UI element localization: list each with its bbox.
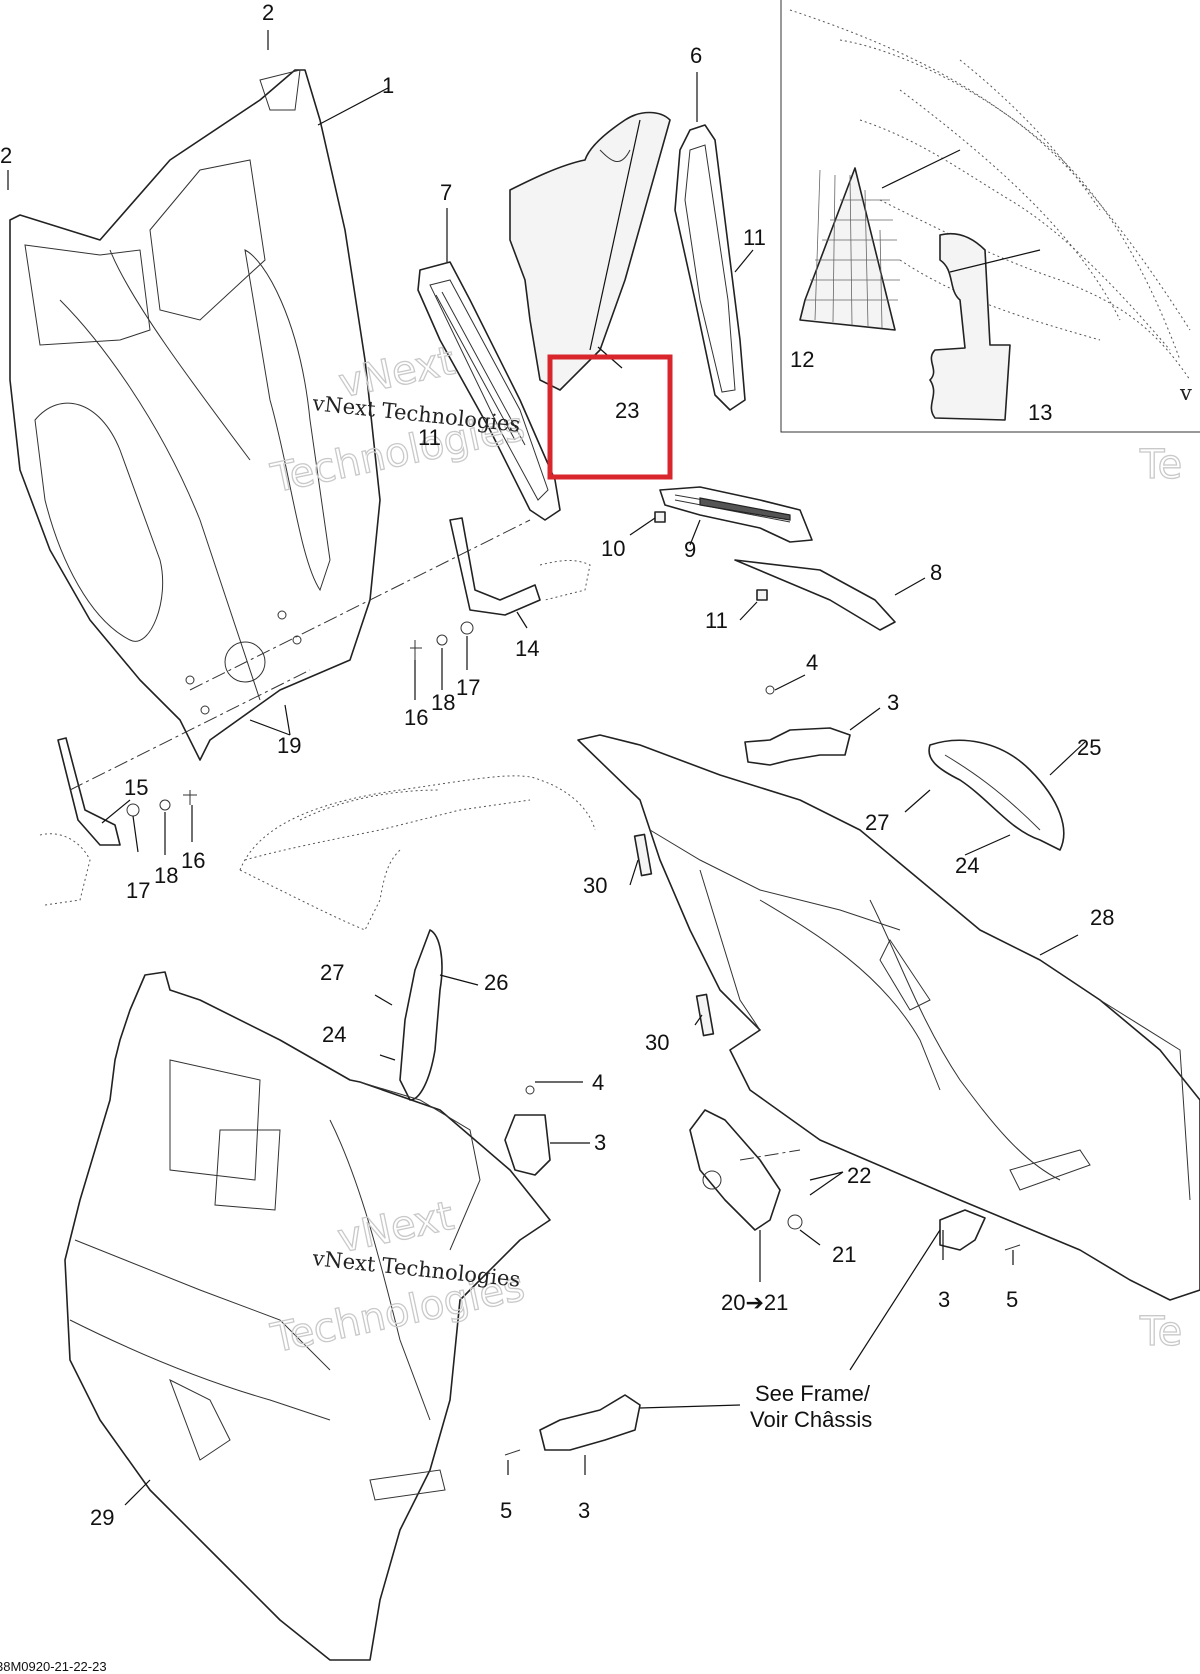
callout-5-right: 5 xyxy=(1006,1287,1018,1312)
part-3-handle-right xyxy=(939,1209,1021,1251)
inset-detail xyxy=(780,0,1200,433)
part-10-clip xyxy=(654,511,666,523)
callout-13: 13 xyxy=(1028,400,1052,425)
part-11-clip xyxy=(756,589,768,601)
callout-15: 15 xyxy=(124,775,148,800)
fastener-set-upper xyxy=(410,621,474,660)
drawing-code: 38M0920-21-22-23 xyxy=(0,1659,107,1674)
callout-11-upper-right: 11 xyxy=(743,225,766,250)
part-30-rail-lower xyxy=(695,993,715,1037)
part-14-bracket xyxy=(449,517,591,616)
callout-18-lower: 18 xyxy=(154,863,178,888)
callout-8: 8 xyxy=(930,560,942,585)
dotted-windshield xyxy=(239,775,596,931)
part-3-handle-lower xyxy=(504,1394,641,1456)
callout-4-lower: 4 xyxy=(592,1070,604,1095)
part-3-handle-upper xyxy=(744,685,851,766)
callout-29: 29 xyxy=(90,1505,114,1530)
callout-1: 1 xyxy=(382,73,394,98)
part-8-trim xyxy=(734,559,896,631)
reference-note-line2: Voir Châssis xyxy=(750,1407,872,1432)
part-15-bracket xyxy=(39,737,121,906)
callout-27-right: 27 xyxy=(865,810,889,835)
callout-11-upper-left: 11 xyxy=(418,425,441,450)
callout-24-left: 24 xyxy=(322,1022,346,1047)
part-12-foam-mesh xyxy=(799,167,900,331)
callout-2-top: 2 xyxy=(262,0,274,25)
part-13-foam-block xyxy=(929,232,1011,421)
callout-10: 10 xyxy=(601,536,625,561)
watermark-edge-top: Te xyxy=(1139,442,1182,488)
part-30-rail-upper xyxy=(633,833,653,877)
part-28-side-panel xyxy=(577,734,1200,1301)
part-23-foam-panel xyxy=(509,111,671,391)
callout-3-mid: 3 xyxy=(594,1130,606,1155)
callout-4-upper: 4 xyxy=(806,650,818,675)
callout-24-right: 24 xyxy=(955,853,979,878)
highlight-box-part-23 xyxy=(547,354,673,480)
part-20-bracket xyxy=(689,1109,803,1231)
callout-17-upper: 17 xyxy=(456,675,480,700)
part-3-handle-mid xyxy=(504,1085,551,1176)
part-9-vent xyxy=(659,486,813,543)
callout-3-upper: 3 xyxy=(887,690,899,715)
part-25-trim xyxy=(928,739,1065,851)
callout-16-lower: 16 xyxy=(181,848,205,873)
part-29-side-panel xyxy=(64,971,551,1661)
callout-28: 28 xyxy=(1090,905,1114,930)
callout-30-upper: 30 xyxy=(583,873,607,898)
callout-6: 6 xyxy=(690,43,702,68)
callout-26: 26 xyxy=(484,970,508,995)
callout-2-left: 2 xyxy=(0,143,12,168)
callout-19: 19 xyxy=(277,733,301,758)
callout-14: 14 xyxy=(515,636,539,661)
callout-12: 12 xyxy=(790,347,814,372)
callout-5-lower: 5 xyxy=(500,1498,512,1523)
callout-27-left: 27 xyxy=(320,960,344,985)
callout-22: 22 xyxy=(847,1163,871,1188)
callout-16-upper: 16 xyxy=(404,705,428,730)
callout-11-lower: 11 xyxy=(705,608,728,633)
callout-7: 7 xyxy=(440,180,452,205)
callout-23: 23 xyxy=(615,398,639,423)
watermark-edge-bottom: Te xyxy=(1139,1309,1182,1355)
callout-18-upper: 18 xyxy=(431,690,455,715)
callout-30-lower: 30 xyxy=(645,1030,669,1055)
callout-3-right: 3 xyxy=(938,1287,950,1312)
watermark-edge-inset: v xyxy=(1179,381,1192,405)
leader-lines xyxy=(7,30,1086,1506)
callout-25: 25 xyxy=(1077,735,1101,760)
callout-20-21: 20➔21 xyxy=(721,1290,788,1315)
callout-3-lower: 3 xyxy=(578,1498,590,1523)
callout-labels: 2 1 2 6 7 11 11 12 13 23 10 9 8 11 14 17… xyxy=(0,0,1114,1530)
part-26-trim xyxy=(399,929,443,1101)
watermarks: vNext Technologies vNext Technologies vN… xyxy=(266,337,1192,1363)
reference-note-line1: See Frame/ xyxy=(755,1381,871,1406)
callout-9: 9 xyxy=(684,537,696,562)
callout-21: 21 xyxy=(832,1242,856,1267)
part-7-grille xyxy=(417,261,561,521)
part-6-grille xyxy=(674,124,746,411)
callout-17-lower: 17 xyxy=(126,878,150,903)
